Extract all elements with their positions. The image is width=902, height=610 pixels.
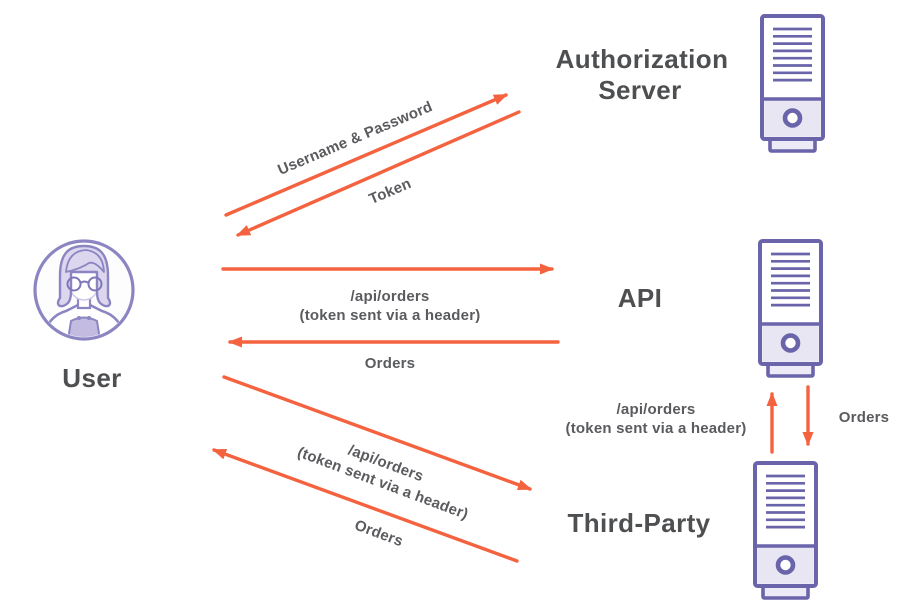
authorization-server-icon [762, 16, 823, 151]
label-api-orders-request: /api/orders [351, 288, 430, 305]
label-api-orders-request-note: (token sent via a header) [300, 307, 481, 324]
arrow-user-to-third-party [222, 375, 532, 491]
user-node: User [33, 239, 135, 393]
label-relay-response: Orders [839, 409, 889, 426]
label-relay-request-note: (token sent via a header) [566, 420, 747, 437]
authorization-server-node: Authorization Server [556, 16, 823, 151]
label-third-party-response: Orders [352, 517, 405, 551]
user-label: User [62, 363, 121, 393]
arrow-third-party-to-user [212, 448, 519, 563]
api-label: API [618, 283, 663, 313]
label-relay-request: /api/orders [617, 401, 696, 418]
third-party-server-icon [755, 463, 816, 598]
authorization-server-label-line1: Authorization [556, 44, 729, 74]
authorization-server-label-line2: Server [598, 75, 681, 105]
label-token: Token [367, 175, 414, 208]
api-server-icon [760, 241, 821, 376]
arrow-user-to-auth-server [224, 93, 508, 217]
label-api-orders-response: Orders [365, 355, 415, 372]
arrow-auth-server-to-user [236, 110, 521, 237]
api-node: API [618, 241, 821, 376]
flow-arrows [212, 93, 814, 563]
third-party-label: Third-Party [567, 508, 710, 538]
third-party-node: Third-Party [567, 463, 816, 598]
label-username-password: Username & Password [275, 98, 435, 179]
user-avatar-icon [33, 239, 135, 341]
